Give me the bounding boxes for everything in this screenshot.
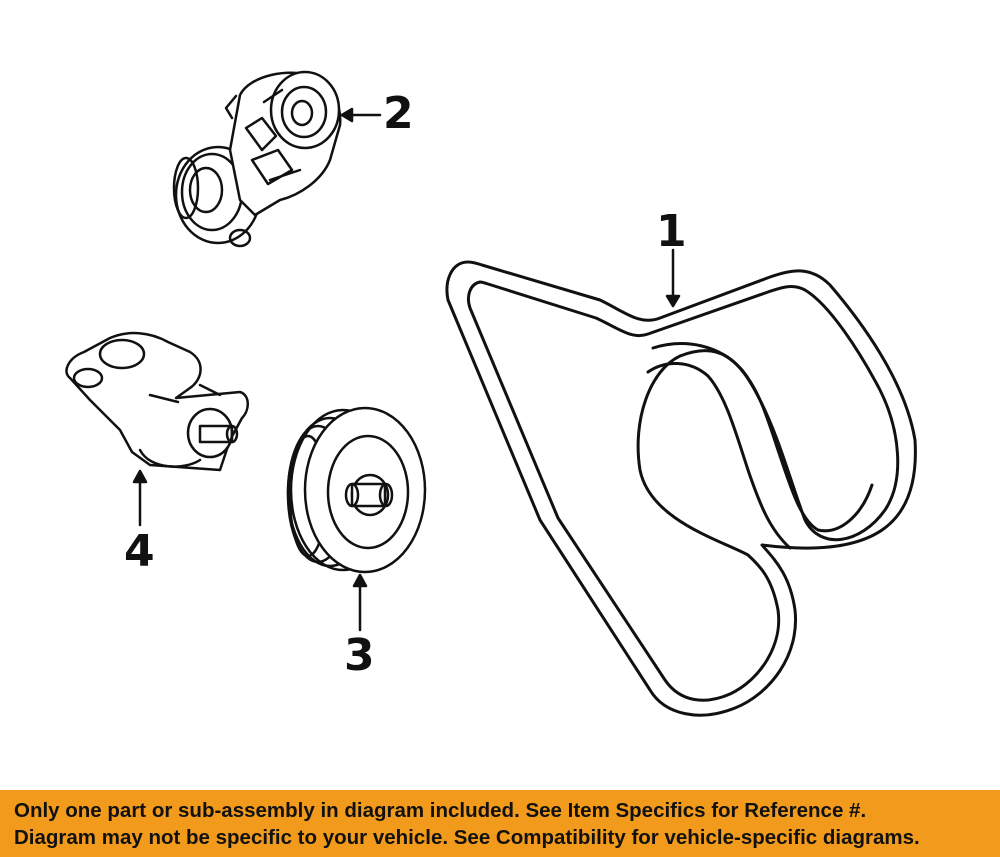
callout-3: 3 <box>344 630 375 681</box>
leader-arrow-1 <box>665 294 681 308</box>
callout-2: 2 <box>383 88 414 139</box>
idler-pulley <box>286 406 427 574</box>
disclaimer-banner: Only one part or sub-assembly in diagram… <box>0 790 1000 857</box>
parts-diagram <box>65 70 917 717</box>
leader-arrow-4 <box>132 469 148 484</box>
belt-tensioner <box>172 70 342 248</box>
leader-arrow-3 <box>352 573 368 588</box>
disclaimer-line-1: Only one part or sub-assembly in diagram… <box>14 799 867 822</box>
serpentine-belt <box>445 260 917 717</box>
power-steering-pump <box>65 331 249 472</box>
leader-lines <box>132 107 681 632</box>
disclaimer-line-2: Diagram may not be specific to your vehi… <box>14 826 920 849</box>
callout-4: 4 <box>124 526 155 577</box>
callout-1: 1 <box>656 206 687 257</box>
leader-arrow-2 <box>340 107 354 123</box>
